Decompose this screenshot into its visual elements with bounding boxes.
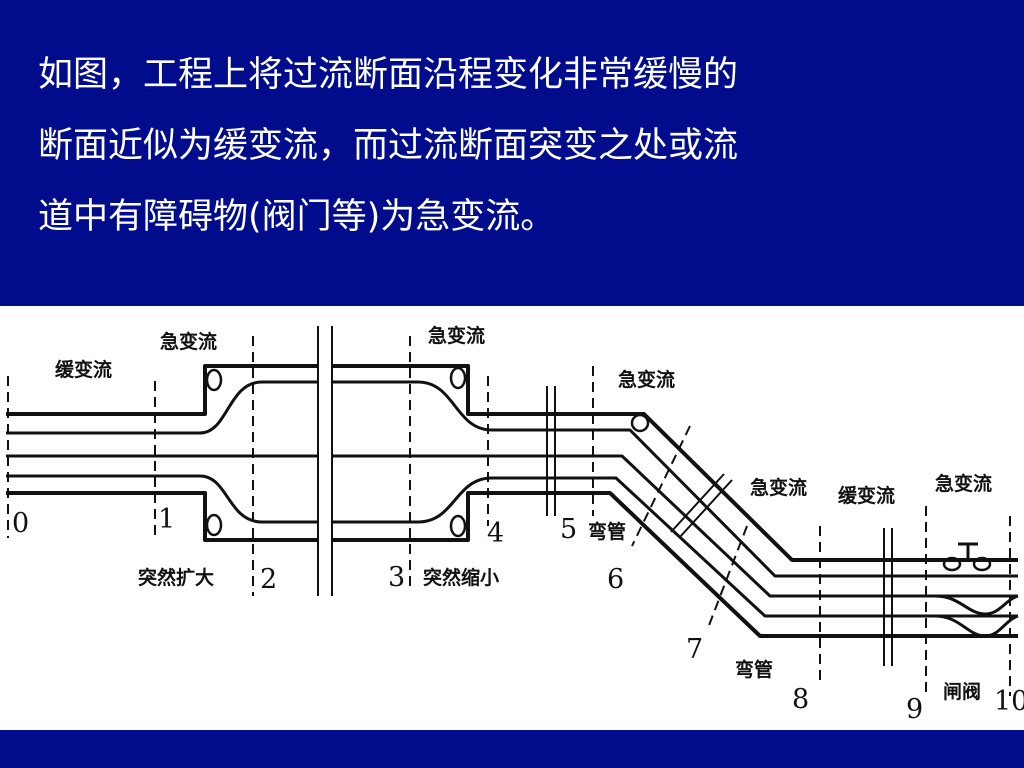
label-rapid-flow-1: 急变流 — [160, 330, 217, 353]
section-number-3: 3 — [388, 562, 405, 593]
section-number-9: 9 — [906, 694, 923, 725]
break-mark — [670, 473, 733, 539]
section-line-6 — [631, 425, 691, 547]
valve-distortion-2 — [934, 614, 1019, 638]
eddy-icon — [449, 366, 467, 390]
break-mark — [546, 386, 556, 516]
slide-text: 如图，工程上将过流断面沿程变化非常缓慢的 断面近似为缓变流，而过流断面突变之处或… — [38, 40, 988, 253]
section-number-7: 7 — [686, 634, 703, 665]
label-gate-valve: 闸阀 — [943, 680, 981, 703]
gate-valve-icon — [958, 542, 978, 558]
diagram-panel: 缓变流 急变流 急变流 急变流 急变流 缓变流 急变流 突然扩大 突然缩小 弯管… — [0, 306, 1024, 730]
section-number-4: 4 — [487, 518, 504, 549]
label-sudden-contraction: 突然缩小 — [423, 566, 499, 589]
valve-distortion-1 — [934, 594, 1019, 616]
slide-text-line-2: 断面近似为缓变流，而过流断面突变之处或流 — [38, 126, 739, 166]
section-number-1: 1 — [158, 504, 175, 535]
pipe-top-wall — [6, 364, 1018, 562]
section-number-2: 2 — [260, 564, 277, 595]
eddy-icon — [205, 368, 223, 392]
eddy-icon — [972, 556, 992, 572]
label-rapid-flow-4: 急变流 — [750, 476, 807, 499]
eddy-icon — [942, 556, 962, 572]
label-rapid-flow-5: 急变流 — [935, 472, 992, 495]
pipe-bottom-wall — [6, 491, 1018, 638]
break-mark — [883, 528, 893, 666]
streamline-3 — [6, 474, 1018, 618]
streamline-2 — [6, 454, 1018, 598]
section-line-7 — [707, 525, 748, 629]
label-sudden-expansion: 突然扩大 — [138, 566, 214, 589]
label-bend-1: 弯管 — [588, 520, 626, 543]
label-gradual-flow-1: 缓变流 — [55, 358, 112, 381]
label-rapid-flow-3: 急变流 — [618, 368, 675, 391]
streamline-1 — [6, 380, 1018, 578]
section-number-10: 10 — [994, 686, 1024, 717]
section-number-5: 5 — [560, 514, 577, 545]
break-mark — [317, 326, 333, 596]
slide-text-line-1: 如图，工程上将过流断面沿程变化非常缓慢的 — [38, 55, 739, 95]
eddy-icon — [630, 413, 650, 433]
bottom-bar — [0, 730, 1024, 768]
flow-diagram: 缓变流 急变流 急变流 急变流 急变流 缓变流 急变流 突然扩大 突然缩小 弯管… — [6, 324, 1024, 725]
label-gradual-flow-2: 缓变流 — [838, 484, 895, 507]
section-number-8: 8 — [792, 684, 809, 715]
slide-text-line-3: 道中有障碍物(阀门等)为急变流。 — [38, 197, 556, 237]
section-number-6: 6 — [607, 564, 624, 595]
eddy-icon — [449, 514, 467, 538]
eddy-icon — [205, 513, 223, 537]
label-bend-2: 弯管 — [735, 658, 773, 681]
label-rapid-flow-2: 急变流 — [428, 324, 485, 347]
section-number-0: 0 — [12, 508, 29, 539]
